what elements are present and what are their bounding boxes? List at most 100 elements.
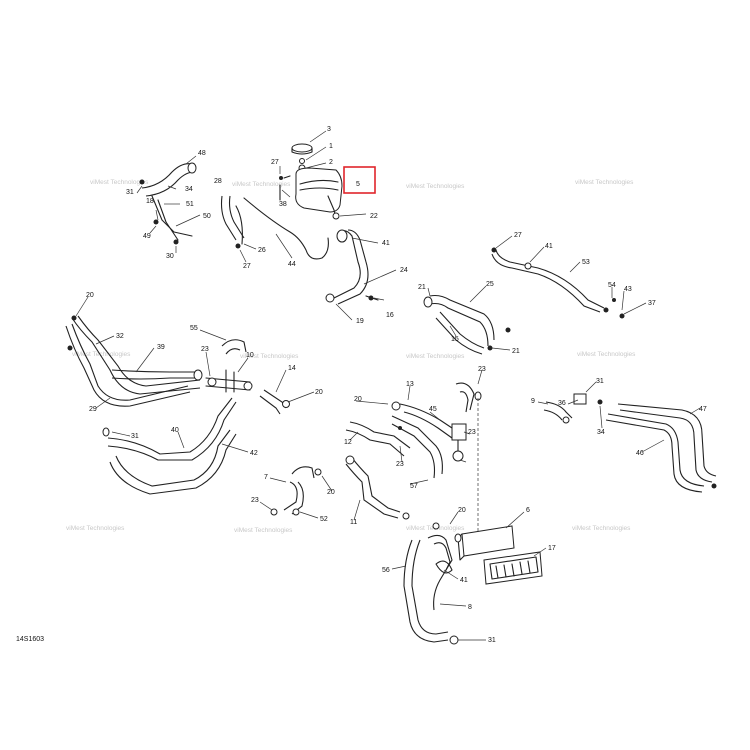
clamp (505, 327, 511, 333)
callout-52: 52 (320, 516, 328, 523)
callout-57: 57 (410, 483, 418, 490)
bracket-50 (151, 195, 193, 237)
drawing-code: 14S1603 (16, 636, 44, 643)
callout-8: 8 (468, 604, 472, 611)
watermark: viMest Technologies (406, 183, 465, 190)
clamp (207, 377, 217, 387)
thermostat (452, 450, 464, 462)
fitting (368, 295, 374, 301)
hose-end (423, 296, 433, 308)
clamp (432, 522, 440, 530)
callout-3: 3 (327, 126, 331, 133)
clamp (398, 426, 402, 430)
hose-40-edge (107, 401, 237, 461)
clamp (325, 293, 335, 303)
callout-36: 36 (558, 400, 566, 407)
callouts: 3 1 2 27 5 48 28 34 31 18 51 38 22 50 49… (86, 126, 707, 644)
hose-55-edge (225, 348, 241, 355)
callout-41: 41 (382, 240, 390, 247)
callout-40: 40 (171, 427, 179, 434)
fitting (299, 158, 305, 164)
hose-53 (495, 249, 605, 309)
callout-30: 30 (166, 253, 174, 260)
hose-end (102, 427, 110, 437)
clamp (67, 345, 73, 351)
cooler-fins (495, 560, 531, 579)
hose-24 (333, 230, 361, 299)
hose-25-edge (429, 302, 489, 347)
hose-47-edge (617, 403, 717, 477)
callout-44: 44 (288, 261, 296, 268)
hose-13-edge (391, 423, 436, 479)
watermark: viMest Technologies (406, 353, 465, 360)
hose-23-edge (459, 391, 469, 413)
clamp (235, 243, 241, 249)
hose-15 (439, 311, 485, 349)
fitting (173, 239, 179, 245)
hose-28-edge (228, 195, 245, 239)
hose-7 (291, 466, 315, 479)
callout-56: 56 (382, 567, 390, 574)
fitting (612, 298, 616, 302)
clamp (243, 381, 253, 391)
tee-fitting-10 (205, 385, 251, 391)
hose-end (187, 162, 197, 174)
expansion-tank-assembly (279, 143, 343, 220)
callout-23: 23 (201, 346, 209, 353)
callout-23: 23 (251, 497, 259, 504)
hose-25 (429, 294, 495, 341)
clamp (711, 483, 717, 489)
clamp (449, 635, 459, 645)
hose-56-edge (411, 539, 449, 635)
hose-end (193, 369, 203, 381)
watermark: viMest Technologies (72, 351, 131, 358)
callout-51: 51 (186, 201, 194, 208)
tank-cap-side (291, 147, 313, 155)
hose-53-edge (491, 253, 601, 313)
callout-17: 17 (548, 545, 556, 552)
callout-12: 12 (344, 439, 352, 446)
hose-48 (141, 163, 193, 189)
bracket-51 (157, 199, 179, 241)
hose-23 (455, 382, 475, 411)
callout-27: 27 (243, 263, 251, 270)
clamp (71, 315, 77, 321)
callout-20: 20 (354, 396, 362, 403)
hose-7-lower (291, 481, 304, 515)
hose-12 (349, 421, 411, 449)
hose-12-edge (345, 429, 405, 457)
clamp (292, 508, 300, 516)
callout-1: 1 (329, 143, 333, 150)
tank-nipple (283, 175, 291, 179)
fitting (332, 212, 340, 220)
watermark: viMest Technologies (572, 525, 631, 532)
callout-46: 46 (636, 450, 644, 457)
callout-6: 6 (526, 507, 530, 514)
callout-34: 34 (185, 186, 193, 193)
callout-55: 55 (190, 325, 198, 332)
callout-11: 11 (350, 519, 357, 526)
callout-50: 50 (203, 213, 211, 220)
callout-7: 7 (264, 474, 268, 481)
callout-5: 5 (356, 181, 360, 188)
hose-29-edge (65, 325, 191, 407)
hose-56 (403, 539, 449, 643)
callout-37: 37 (648, 300, 656, 307)
clamp (391, 401, 401, 411)
callout-21: 21 (512, 348, 520, 355)
callout-49: 49 (143, 233, 151, 240)
callout-20: 20 (86, 292, 94, 299)
hose-40 (107, 397, 233, 455)
clip-41 (435, 560, 453, 574)
hose-32-edge (77, 315, 201, 387)
callout-27: 27 (271, 159, 279, 166)
hose-8-edge (433, 542, 451, 571)
watermark: viMest Technologies (234, 527, 293, 534)
callout-23: 23 (478, 366, 486, 373)
clamp (279, 176, 283, 180)
watermark: viMest Technologies (240, 353, 299, 360)
tank-cap (291, 143, 313, 153)
callout-31: 31 (126, 189, 134, 196)
callout-15: 15 (451, 336, 459, 343)
